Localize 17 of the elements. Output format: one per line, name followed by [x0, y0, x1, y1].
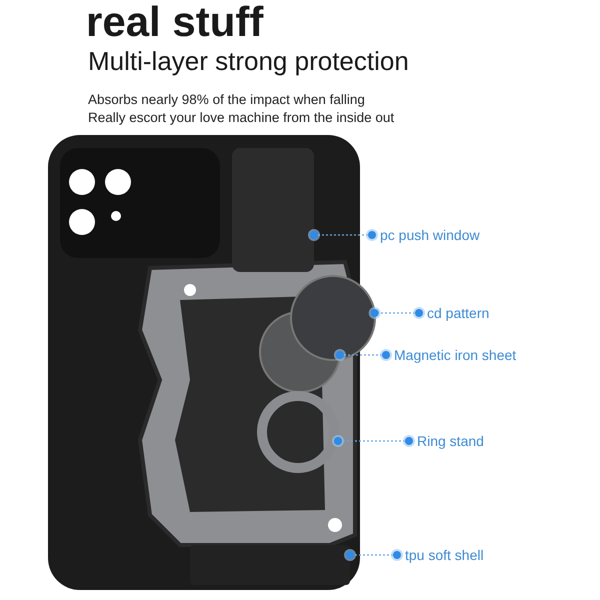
leader-line [334, 349, 392, 361]
camera-slider [232, 148, 314, 272]
leader-line [308, 229, 378, 241]
description-text: Absorbs nearly 98% of the impact when falling [88, 92, 365, 108]
description-text: Really escort your love machine from the inside out [88, 110, 394, 126]
leader-line [332, 435, 415, 447]
subtitle: Multi-layer strong protection [88, 46, 409, 78]
bumper-edge [190, 545, 350, 585]
callout-label: cd pattern [427, 304, 490, 322]
callout-label: Magnetic iron sheet [394, 346, 516, 364]
leader-line [368, 307, 425, 319]
callout-label: tpu soft shell [405, 546, 484, 564]
leader-line [344, 549, 403, 561]
title: real stuff [86, 0, 264, 46]
callout-label: pc push window [380, 226, 480, 244]
callout-label: Ring stand [417, 432, 484, 450]
cd-disc [290, 275, 376, 361]
